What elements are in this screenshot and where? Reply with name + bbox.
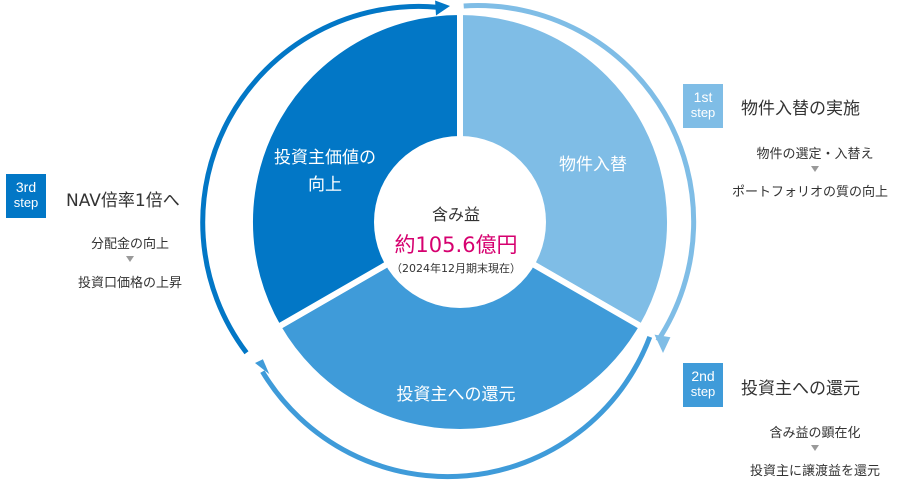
- arrow-arc-step2: [260, 336, 653, 480]
- step2-title: 投資主への還元: [741, 379, 860, 399]
- step3-badge-word: step: [13, 195, 39, 210]
- step3-line1: 分配金の向上: [90, 237, 169, 252]
- step1-line2: ポートフォリオの質の向上: [731, 185, 888, 200]
- step2-badge-word: step: [690, 384, 716, 399]
- step2-down-arrow-icon: [811, 445, 819, 451]
- arrowhead-step2: [255, 359, 270, 375]
- step1-badge-number: 1st: [693, 89, 713, 105]
- arrowhead-step1: [654, 334, 671, 353]
- step1-badge: 1st step: [683, 84, 723, 128]
- step3-down-arrow-icon: [126, 256, 134, 262]
- as-of-note: （2024年12月期末現在）: [391, 261, 521, 275]
- segment-label-unitholder-value-line1: 投資主価値の: [274, 148, 376, 168]
- step1-title: 物件入替の実施: [741, 99, 860, 119]
- step2-line2: 投資主に譲渡益を還元: [749, 464, 880, 479]
- center-title: 含み益: [432, 205, 480, 224]
- segment-label-unitholder-value-line2: 向上: [308, 175, 342, 195]
- unrealized-gain-value: 約105.6億円: [394, 233, 517, 257]
- arrow-arc-step1: [463, 3, 697, 343]
- step3-badge: 3rd step: [6, 174, 46, 218]
- step1-badge-word: step: [690, 105, 716, 120]
- segment-label-unitholder-return: 投資主への還元: [397, 385, 516, 405]
- step3-badge-number: 3rd: [15, 179, 37, 195]
- arrowhead-step3: [435, 0, 450, 16]
- step3-title: NAV倍率1倍へ: [66, 191, 180, 211]
- step1-line1: 物件の選定・入替え: [756, 147, 874, 162]
- step1-down-arrow-icon: [811, 166, 819, 172]
- step2-line1: 含み益の顕在化: [769, 426, 861, 441]
- step3-line2: 投資口価格の上昇: [77, 276, 182, 291]
- segment-label-property-replacement: 物件入替: [559, 155, 627, 175]
- center-circle: [374, 136, 546, 308]
- arrow-arc-step3: [200, 4, 438, 355]
- step2-badge-number: 2nd: [691, 368, 715, 384]
- step2-badge: 2nd step: [683, 363, 723, 407]
